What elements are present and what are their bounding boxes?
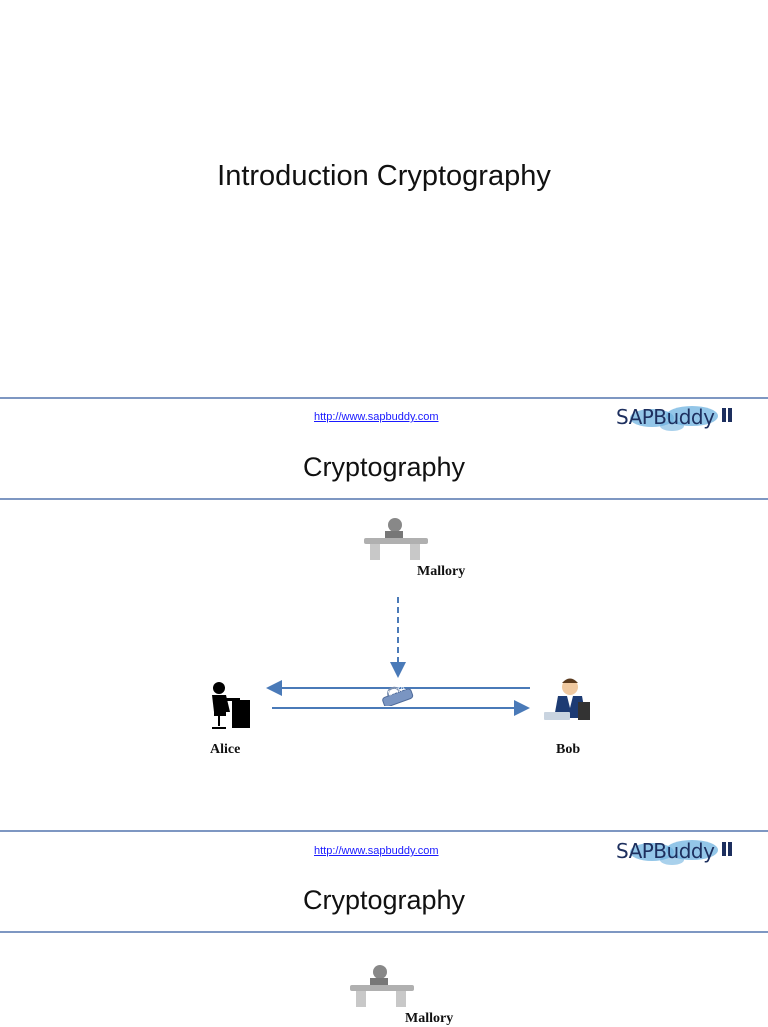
slide-divider-top (0, 397, 768, 399)
mallory-icon (364, 518, 428, 560)
label-mallory: Mallory (417, 564, 466, 579)
slide3-divider-top (0, 830, 768, 832)
mallory-icon-2 (350, 965, 414, 1007)
label-mallory-2: Mallory (405, 1011, 454, 1026)
bob-icon (544, 678, 590, 720)
slide-title-intro: Introduction Cryptography (217, 160, 551, 192)
label-alice: Alice (210, 742, 241, 757)
sapbuddy-logo-2: SAPBuddy (612, 836, 740, 866)
slide-divider-bottom (0, 498, 768, 500)
website-link-2[interactable]: http://www.sapbuddy.com (314, 845, 439, 857)
encrypted-packet: DATA (378, 685, 416, 708)
world-map-icon (630, 406, 732, 431)
label-bob: Bob (556, 742, 581, 757)
world-map-icon (630, 840, 732, 865)
logo-text: SAPBuddy (616, 405, 715, 429)
website-link[interactable]: http://www.sapbuddy.com (314, 411, 439, 423)
slide-title-cryptography: Cryptography (302, 452, 466, 482)
sapbuddy-logo: SAPBuddy (612, 402, 740, 432)
slide3-title-cryptography: Cryptography (302, 885, 466, 915)
slide3-divider-bottom (0, 931, 768, 933)
logo-text: SAPBuddy (616, 839, 715, 863)
padlock-icon (382, 686, 414, 708)
alice-icon (212, 682, 250, 729)
